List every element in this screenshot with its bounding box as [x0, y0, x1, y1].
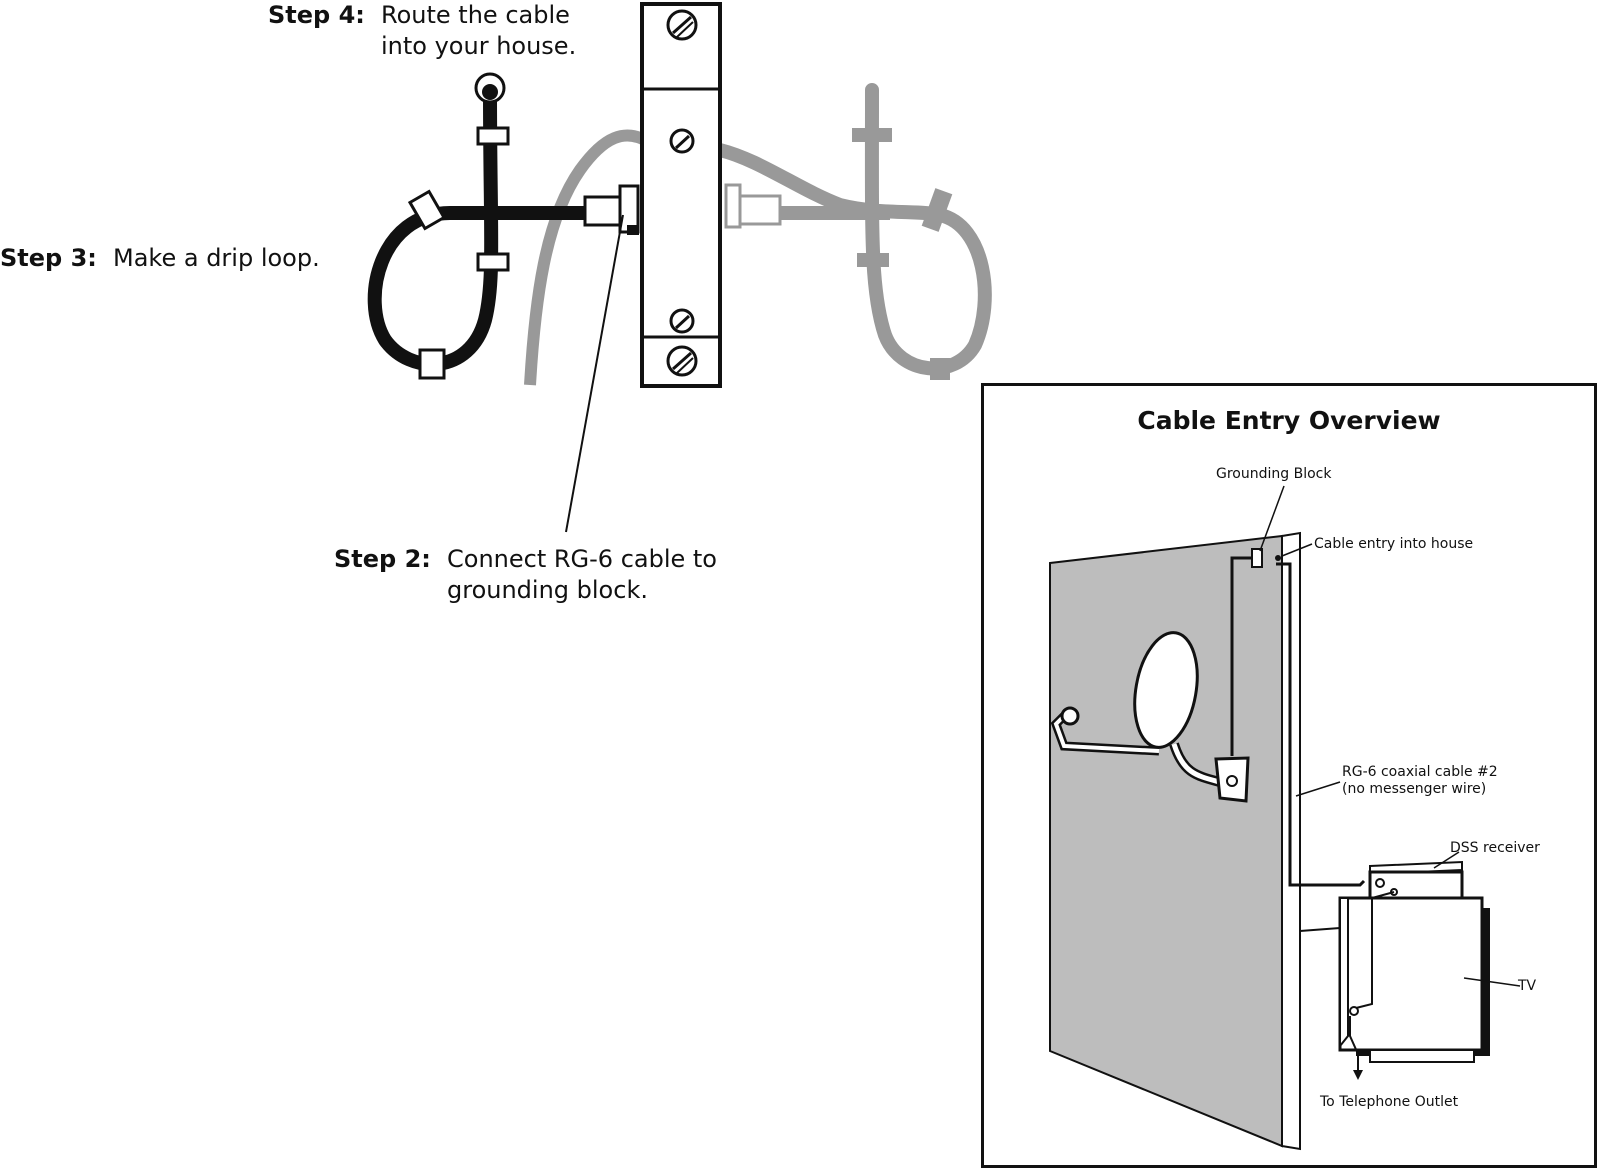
wall-to-tv-line [1299, 927, 1341, 932]
coax-cable-down [1276, 562, 1366, 887]
gray-clip [857, 253, 889, 267]
gray-clip [852, 128, 892, 142]
gray-clip [930, 358, 950, 380]
step-4-text: Route the cable into your house. [381, 1, 577, 60]
overview-title: Cable Entry Overview [1137, 406, 1441, 435]
cable-entry-overview: Cable Entry Overview [981, 383, 1597, 1168]
black-cable-clip [476, 252, 510, 272]
gray-cable-left [524, 129, 648, 386]
black-cable-clip [476, 126, 510, 146]
gray-connector-nut [724, 183, 742, 229]
cable-entry-hole [1275, 555, 1281, 561]
tv-side [1339, 897, 1349, 1049]
coax-cable [1230, 556, 1256, 756]
step-2-label: Step 2: [334, 545, 431, 573]
grounding-block [640, 2, 722, 388]
step-3-text: Make a drip loop. [113, 244, 320, 272]
gray-clip [921, 188, 953, 232]
black-connector [583, 195, 627, 227]
callout-cable-entry: Cable entry into house [1314, 536, 1474, 552]
screw-icon [666, 9, 698, 41]
phone-cable [1349, 1016, 1359, 1074]
black-cable-clip [407, 189, 447, 231]
callout-telephone-outlet: To Telephone Outlet [1320, 1094, 1459, 1110]
overview-grounding-block [1251, 548, 1263, 568]
tv-base [1369, 1049, 1475, 1063]
tv [1338, 896, 1484, 1052]
screw-icon [669, 308, 695, 334]
phone-arrow [1353, 1070, 1363, 1080]
black-connector-shadow [627, 225, 639, 235]
coax-leader [1295, 781, 1341, 797]
dss-tv-cable [1355, 891, 1395, 1009]
tv-port [1349, 1006, 1359, 1016]
step-4-label: Step 4: [268, 1, 365, 29]
step-3-label: Step 3: [0, 244, 97, 272]
dss-port [1375, 878, 1385, 888]
screw-icon [666, 345, 698, 377]
callout-grounding-block: Grounding Block [1216, 466, 1332, 482]
entry-leader [1281, 543, 1313, 557]
cable-entry-core [482, 84, 498, 100]
callout-dss-receiver: DSS receiver [1450, 840, 1540, 856]
tv-leader [1463, 977, 1521, 987]
dish-lnb [1060, 706, 1080, 726]
gray-cable-right [713, 83, 992, 376]
dish-mount-bolt [1226, 775, 1238, 787]
grounding-leader [1259, 485, 1285, 552]
dish-lnb-arm-inner [1053, 714, 1160, 753]
step-2-text: Connect RG-6 cable to grounding block. [447, 545, 717, 604]
overview-illustration [1049, 485, 1521, 1151]
black-cable-clip [418, 348, 446, 380]
callout-tv: TV [1518, 978, 1537, 994]
house-wall [1049, 534, 1283, 1148]
step2-leader [565, 214, 624, 533]
screw-icon [669, 128, 695, 154]
callout-coax-cable: RG-6 coaxial cable #2 (no messenger wire… [1342, 764, 1498, 797]
dss-leader [1433, 851, 1460, 869]
